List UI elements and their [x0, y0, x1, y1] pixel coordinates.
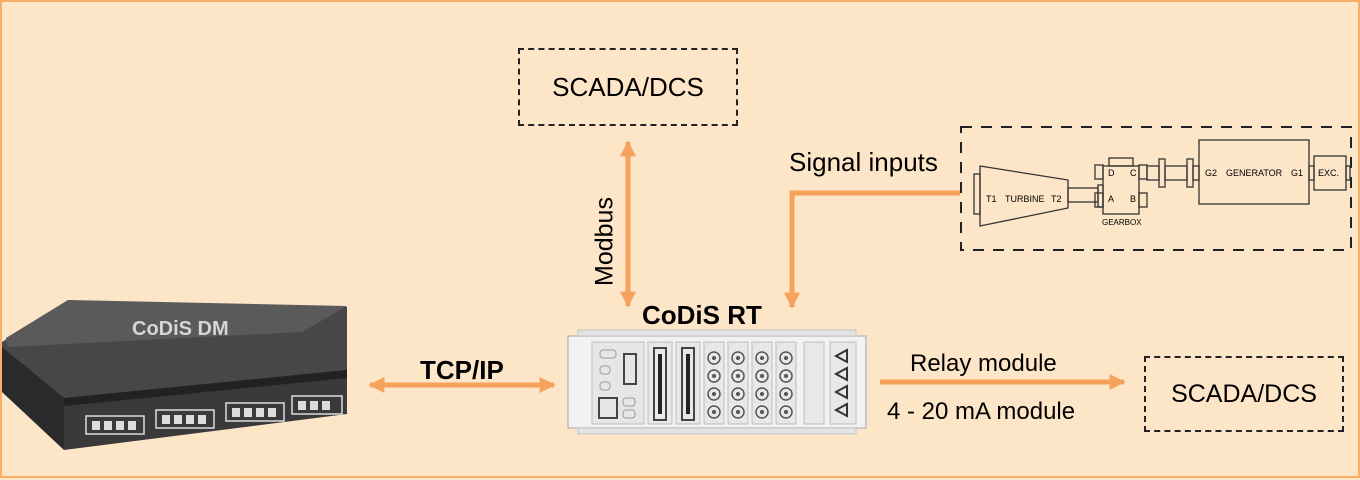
- codis-dm-device: [2, 300, 347, 450]
- gearbox-c-label: C: [1130, 168, 1137, 178]
- gearbox-name-label: GEARBOX: [1102, 218, 1142, 227]
- gearbox-d-label: D: [1108, 168, 1115, 178]
- turbine-name-label: TURBINE: [1005, 194, 1045, 204]
- tcpip-label: TCP/IP: [420, 355, 504, 385]
- codis-rt-device: [567, 329, 867, 435]
- exciter-label: EXC.: [1318, 168, 1340, 178]
- generator-g1-label: G1: [1291, 168, 1304, 178]
- machine-train: [973, 139, 1351, 227]
- signal-inputs-label: Signal inputs: [789, 147, 938, 177]
- scada-dcs-top-label: SCADA/DCS: [552, 71, 704, 102]
- turbine-t1-label: T1: [986, 194, 997, 204]
- modbus-label: Modbus: [590, 197, 619, 286]
- generator-g2-label: G2: [1205, 168, 1218, 178]
- generator-name-label: GENERATOR: [1226, 168, 1283, 178]
- scada-dcs-right-label: SCADA/DCS: [1171, 379, 1317, 408]
- gearbox-a-label: A: [1108, 194, 1115, 204]
- turbine-t2-label: T2: [1051, 194, 1062, 204]
- codis-rt-label: CoDiS RT: [642, 300, 762, 330]
- signal-inputs-arrow: [783, 190, 960, 309]
- machine-train-box: [960, 126, 1352, 251]
- scada-dcs-top-box: SCADA/DCS: [518, 48, 738, 126]
- codis-dm-label: CoDiS DM: [132, 318, 229, 340]
- scada-dcs-right-box: SCADA/DCS: [1144, 356, 1344, 432]
- gearbox-b-label: B: [1130, 194, 1137, 204]
- ma-module-label: 4 - 20 mA module: [887, 398, 1076, 425]
- relay-module-label: Relay module: [910, 350, 1057, 377]
